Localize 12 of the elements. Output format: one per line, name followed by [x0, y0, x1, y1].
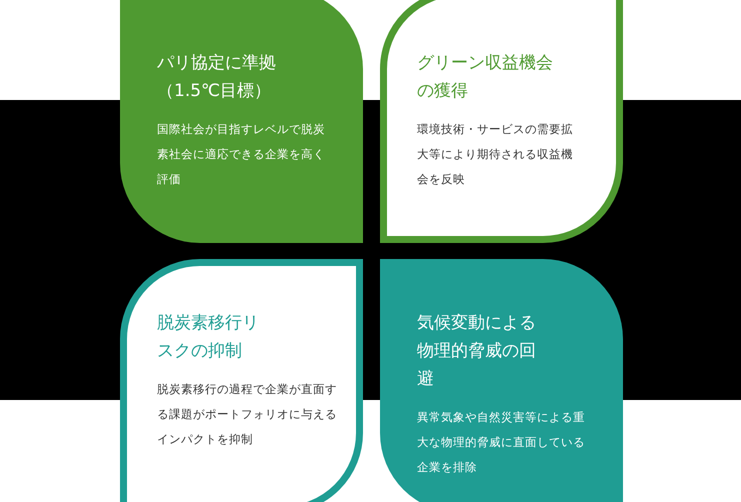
card-description: 脱炭素移行の過程で企業が直面する課題がポートフォリオに与えるインパクトを抑制 [157, 381, 337, 448]
card-description: 環境技術・サービスの需要拡大等により期待される収益機会を反映 [417, 121, 574, 188]
leaf-card [120, 0, 363, 243]
card-heading: パリ協定に準拠（1.5℃目標） [157, 52, 277, 103]
leaf-card [380, 259, 623, 502]
card-description: 異常気象や自然災害等による重大な物理的脅威に直面している企業を排除 [417, 409, 586, 476]
card-heading: 気候変動による物理的脅威の回避 [417, 312, 537, 391]
card-description: 国際社会が目指すレベルで脱炭素社会に適応できる企業を高く評価 [157, 121, 326, 188]
leaf-card [120, 259, 363, 502]
card-heading: グリーン収益機会の獲得 [417, 52, 554, 103]
leaf-card [380, 0, 623, 243]
card-heading: 脱炭素移行リスクの抑制 [157, 312, 260, 363]
